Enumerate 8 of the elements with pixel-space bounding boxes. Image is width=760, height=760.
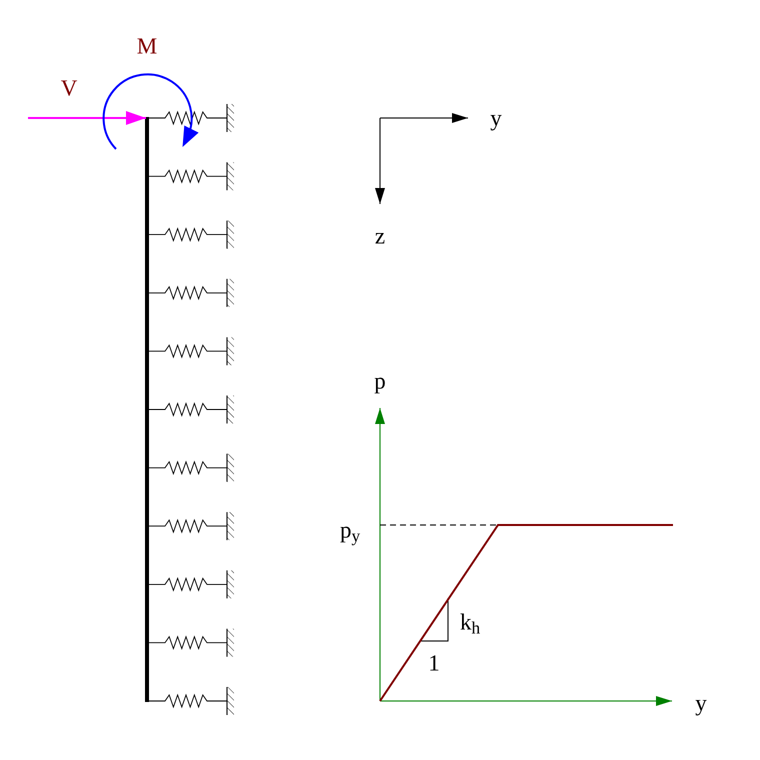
slope-run-label: 1: [428, 652, 440, 674]
axis-label: p: [374, 370, 386, 392]
moment-label: M: [136, 34, 158, 58]
axis-label: y: [490, 106, 502, 130]
axis-label: z: [374, 224, 386, 248]
axis-label: y: [695, 692, 707, 714]
stiffness-label: k$_{h}$: [460, 610, 480, 634]
force-label: V: [60, 76, 78, 100]
